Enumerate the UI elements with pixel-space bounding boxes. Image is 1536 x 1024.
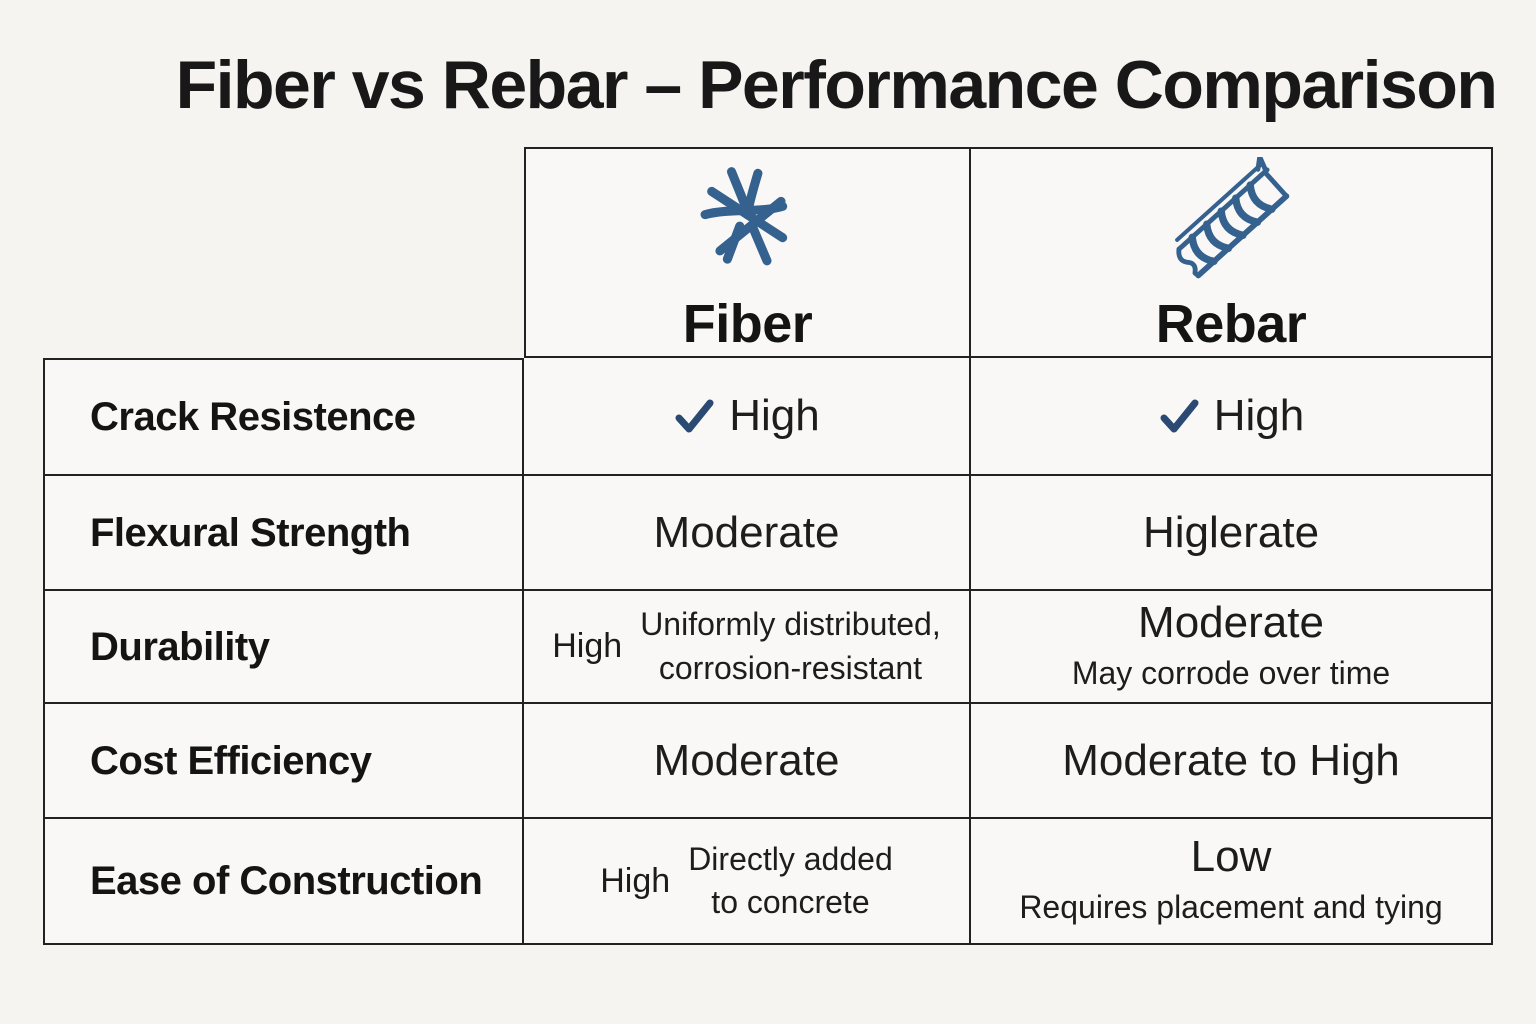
row-label-flexural-strength: Flexural Strength	[43, 476, 524, 591]
cell-crack-rebar: High	[971, 358, 1493, 476]
row-label-crack-resistence: Crack Resistence	[43, 358, 524, 476]
cell-value: Higlerate	[1142, 507, 1320, 557]
cell-value: Moderate	[1138, 597, 1324, 647]
cell-flexural-rebar: Higlerate	[971, 476, 1493, 591]
column-header-fiber: Fiber	[524, 147, 971, 358]
cell-cost-fiber: Moderate	[524, 704, 971, 819]
cell-value: Moderate	[653, 735, 840, 785]
cell-note: May corrode over time	[1071, 654, 1391, 691]
cell-value: Moderate	[653, 507, 840, 557]
cell-value: High	[729, 391, 820, 440]
cell-value: Low	[1190, 832, 1272, 882]
rebar-icon	[1175, 156, 1290, 278]
cell-value: Moderate to High	[1062, 735, 1400, 785]
check-icon	[673, 395, 715, 437]
fiber-icon	[700, 166, 787, 265]
comparison-table: Fiber Rebar Cra	[43, 147, 1493, 945]
cell-value: High	[600, 861, 671, 900]
cell-ease-fiber: High Directly added to concrete	[524, 819, 971, 945]
table-corner-spacer	[43, 147, 524, 358]
column-header-label: Rebar	[1155, 293, 1307, 354]
cell-value: High	[1213, 391, 1305, 440]
cell-flexural-fiber: Moderate	[524, 476, 971, 591]
cell-note: Uniformly distributed, corrosion-resista…	[640, 606, 941, 686]
row-label-cost-efficiency: Cost Efficiency	[43, 704, 524, 819]
check-icon	[1158, 395, 1200, 437]
row-label-ease-of-construction: Ease of Construction	[43, 819, 524, 945]
page-title: Fiber vs Rebar – Performance Comparison	[175, 47, 1498, 123]
cell-ease-rebar: Low Requires placement and tying	[971, 819, 1493, 945]
cell-note: Directly added to concrete	[688, 840, 893, 920]
cell-note: Requires placement and tying	[1019, 889, 1443, 926]
cell-value: High	[552, 627, 623, 665]
cell-durability-fiber: High Uniformly distributed, corrosion-re…	[524, 591, 971, 704]
row-label-durability: Durability	[43, 591, 524, 704]
cell-durability-rebar: Moderate May corrode over time	[971, 591, 1493, 704]
cell-crack-fiber: High	[524, 358, 971, 476]
cell-cost-rebar: Moderate to High	[971, 704, 1493, 819]
column-header-label: Fiber	[682, 293, 813, 354]
column-header-rebar: Rebar	[971, 147, 1493, 358]
